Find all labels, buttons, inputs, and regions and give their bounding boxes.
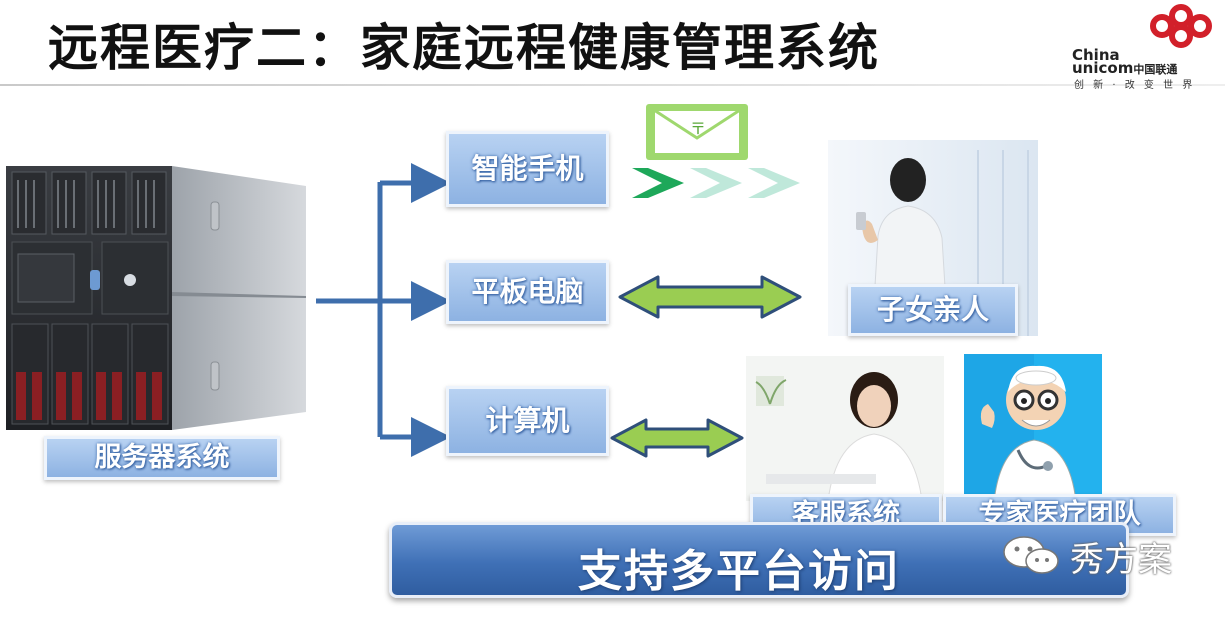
title-divider <box>0 84 1225 86</box>
banner-text: 支持多平台访问 <box>578 546 900 597</box>
double-arrow-computer-service <box>610 418 744 458</box>
server-system-label: 服务器系统 <box>44 436 280 480</box>
logo-text-china: China <box>1072 46 1120 64</box>
logo-slogan: 创 新 · 改 变 世 界 <box>1074 80 1196 91</box>
china-unicom-logo: China unicom中国联通 创 新 · 改 变 世 界 <box>1068 4 1223 91</box>
message-chevrons <box>632 168 800 198</box>
logo-text-unicom: unicom中国联通 <box>1072 59 1177 77</box>
computer-node: 计算机 <box>446 386 609 456</box>
envelope-icon: 〒 <box>646 104 748 160</box>
watermark-text: 秀方案 <box>1070 540 1172 580</box>
unicom-knot-icon <box>1150 4 1212 48</box>
chevron-arrow-icon <box>748 168 800 198</box>
chevron-arrow-icon <box>632 168 684 198</box>
wechat-watermark: 秀方案 <box>1000 530 1200 580</box>
server-rack-image <box>6 166 306 430</box>
logo-text-unicom-en: unicom <box>1072 59 1134 77</box>
logo-text-unicom-cn: 中国联通 <box>1133 63 1178 76</box>
multi-platform-banner: 支持多平台访问 <box>389 522 1129 598</box>
double-arrow-tablet-family <box>618 275 802 319</box>
chevron-arrow-icon <box>690 168 742 198</box>
customer-service-photo <box>746 356 944 501</box>
wechat-icon <box>1003 536 1059 574</box>
family-node: 子女亲人 <box>848 284 1018 336</box>
flow-arrows <box>316 163 451 457</box>
doctor-cartoon-image <box>964 354 1102 502</box>
tablet-node: 平板电脑 <box>446 260 609 324</box>
svg-text:〒: 〒 <box>690 119 706 138</box>
page-title: 远程医疗二：家庭远程健康管理系统 <box>48 19 880 77</box>
smartphone-node: 智能手机 <box>446 131 609 207</box>
